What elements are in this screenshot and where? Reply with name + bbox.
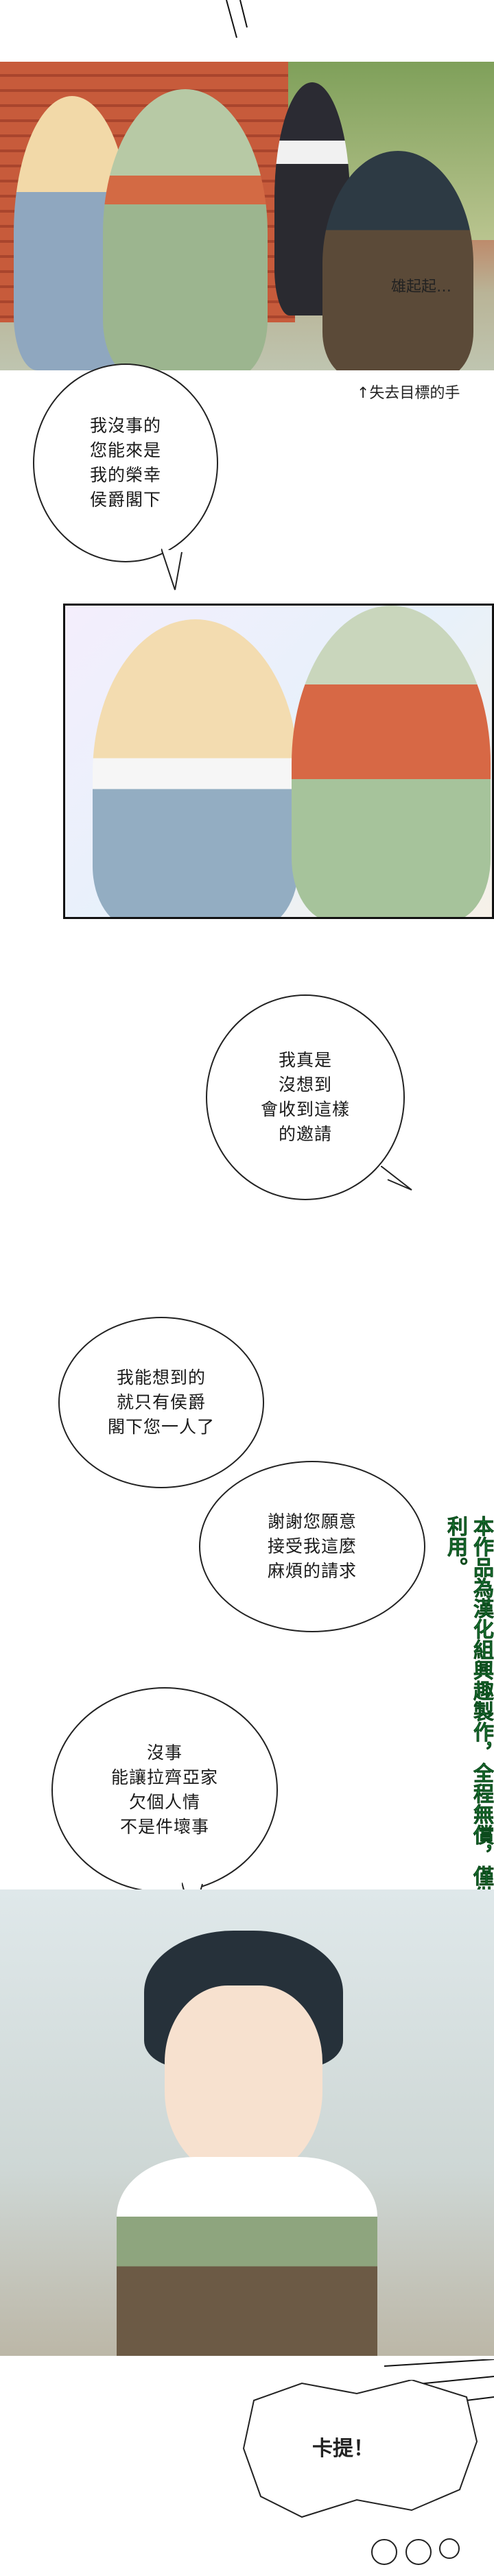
caption-lost-hand: ↑失去目標的手 <box>357 385 460 402</box>
panel-closeup-ladies <box>63 604 494 919</box>
speech-bubble-4: 謝謝您願意 接受我這麼 麻煩的請求 <box>199 1461 425 1632</box>
panel-marquis-wink <box>0 1889 494 2356</box>
speed-lines-top <box>226 0 248 38</box>
shout-bubble-6 <box>242 2380 478 2518</box>
sfx-text: 雄起起… <box>391 278 452 296</box>
speech-text-4: 謝謝您願意 接受我這麼 麻煩的請求 <box>267 1512 357 1581</box>
redhead-lady-figure <box>103 89 268 370</box>
blonde-lady-closeup <box>93 619 298 917</box>
marquis-collar <box>117 2157 377 2356</box>
speech-text-2: 我真是 沒想到 會收到這樣 的邀請 <box>260 1050 350 1144</box>
marquis-face <box>165 1985 322 2178</box>
speech-text-6: 卡提！ <box>312 2437 374 2461</box>
marquis-back-figure <box>322 151 473 370</box>
speech-text-3: 我能想到的 就只有侯爵 閣下您一人了 <box>107 1368 215 1437</box>
chibi-faces-icon <box>371 2538 460 2565</box>
speech-bubble-1: 我沒事的 您能來是 我的榮幸 侯爵閣下 <box>33 363 218 562</box>
panel-garden-scene: 雄起起… <box>0 62 494 370</box>
bubble-tail-2 <box>381 1166 412 1191</box>
speech-text-1: 我沒事的 您能來是 我的榮幸 侯爵閣下 <box>89 416 161 510</box>
speech-text-5: 沒事 能讓拉齊亞家 欠個人情 不是件壞事 <box>110 1743 218 1837</box>
speech-bubble-3: 我能想到的 就只有侯爵 閣下您一人了 <box>58 1317 264 1488</box>
speech-bubble-2: 我真是 沒想到 會收到這樣 的邀請 <box>206 994 405 1200</box>
bubble-tail-1 <box>161 549 183 591</box>
speech-bubble-5: 沒事 能讓拉齊亞家 欠個人情 不是件壞事 <box>51 1687 278 1893</box>
redhead-lady-closeup <box>292 606 491 917</box>
